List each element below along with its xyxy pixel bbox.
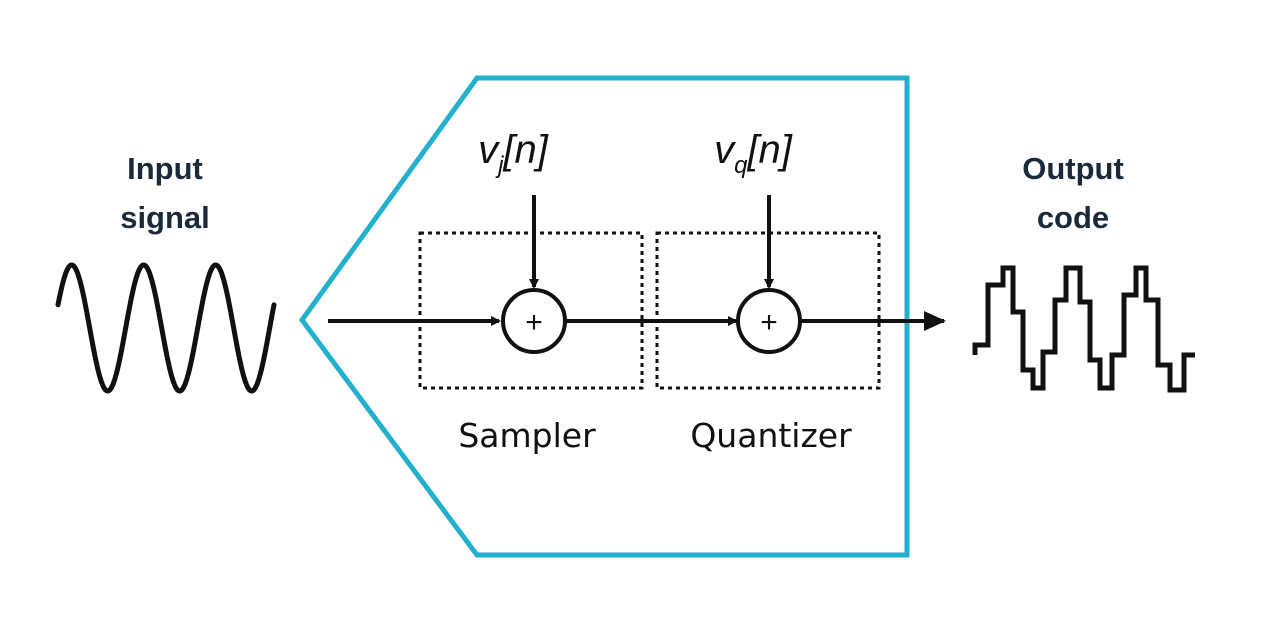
output-staircase-wave <box>972 265 1195 393</box>
quantizer-noise-arg: [n] <box>746 128 792 172</box>
sampler-label: Sampler <box>458 416 596 455</box>
quantizer-plus-symbol: + <box>760 306 778 339</box>
sampler-noise-arg: [n] <box>502 128 548 172</box>
adc-outline <box>298 75 910 558</box>
quantizer-box <box>655 231 881 390</box>
quantizer-label: Quantizer <box>690 416 852 455</box>
sampler-noise-label: vj[n] <box>478 128 549 179</box>
sampler-sum-node: + <box>501 288 567 354</box>
output-code-title-line1: Output <box>1022 151 1124 186</box>
output-code-title-line2: code <box>1037 200 1109 235</box>
sampler-noise-var: v <box>478 128 500 172</box>
quantizer-noise-var: v <box>714 128 736 172</box>
input-sine-wave <box>55 262 277 394</box>
sampler-plus-symbol: + <box>525 306 543 339</box>
quantizer-noise-label: vq[n] <box>714 128 793 179</box>
quantizer-noise-subscript: q <box>734 152 748 179</box>
input-signal-title-line2: signal <box>120 200 210 235</box>
sampler-box <box>418 231 644 390</box>
input-signal-title-line1: Input <box>127 151 203 186</box>
quantizer-sum-node: + <box>736 288 802 354</box>
sampler-noise-subscript: j <box>495 152 504 179</box>
